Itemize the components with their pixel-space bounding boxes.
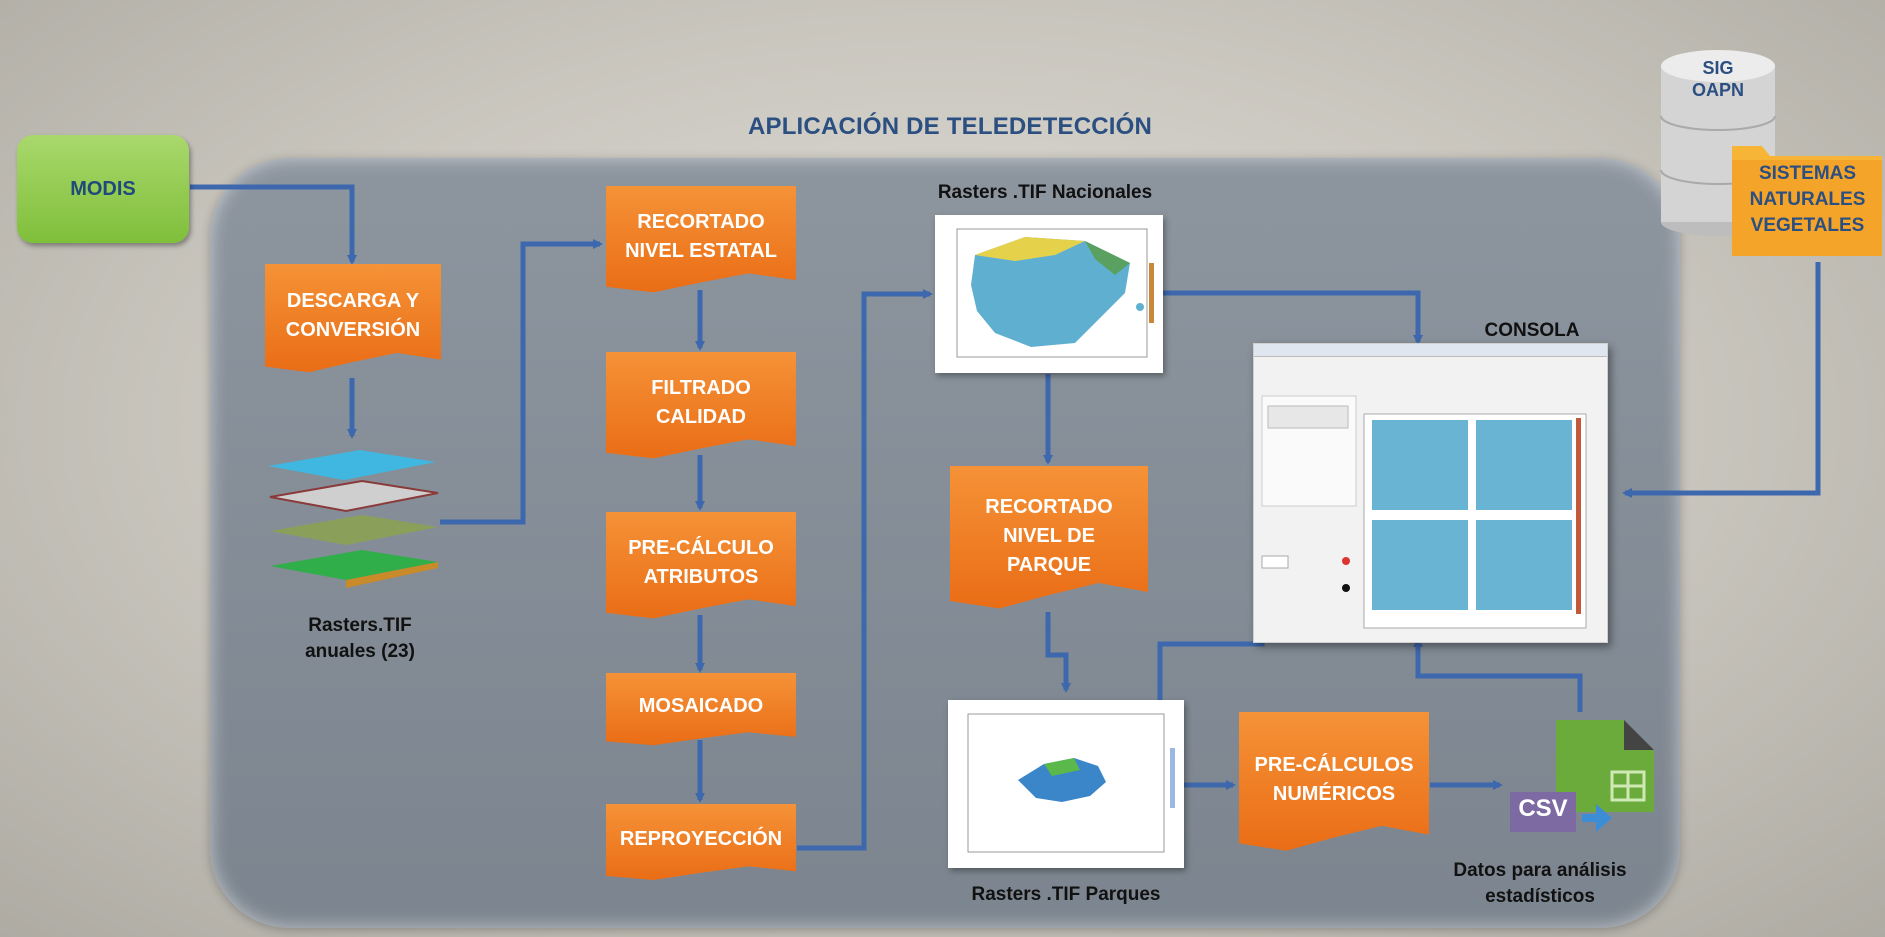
reproyeccion-label: REPROYECCIÓN bbox=[619, 827, 783, 850]
application-title: APLICACIÓN DE TELEDETECCIÓN bbox=[747, 113, 1153, 140]
recortado-estatal-label: RECORTADO NIVEL ESTATAL bbox=[625, 211, 777, 262]
sistemas-naturales-label: SISTEMAS NATURALES VEGETALES bbox=[1749, 163, 1866, 236]
sig-oapn-label: SIG OAPN bbox=[1691, 58, 1744, 100]
layer-water bbox=[268, 450, 436, 480]
descarga-label: DESCARGA Y CONVERSIÓN bbox=[285, 290, 421, 341]
modis-box: MODIS bbox=[17, 135, 189, 243]
precalculos-label: PRE-CÁLCULOS NUMÉRICOS bbox=[1254, 754, 1414, 805]
recortado-parque-step: RECORTADO NIVEL DE PARQUE bbox=[950, 466, 1148, 609]
recortado-estatal-step: RECORTADO NIVEL ESTATAL bbox=[606, 186, 796, 293]
mosaicado-label: MOSAICADO bbox=[638, 694, 764, 717]
arrow-nacionales-consola bbox=[1163, 290, 1423, 345]
national-raster-map bbox=[935, 215, 1163, 373]
precalculos-numericos-step: PRE-CÁLCULOS NUMÉRICOS bbox=[1239, 712, 1429, 851]
arrow-rasters-recortado bbox=[440, 239, 603, 525]
filtrado-label: FILTRADO CALIDAD bbox=[651, 377, 751, 428]
console-titlebar bbox=[1254, 344, 1607, 357]
layer-urban bbox=[269, 479, 439, 513]
console-window bbox=[1253, 343, 1608, 643]
datos-label: Datos para análisis estadísticos bbox=[1453, 860, 1627, 907]
layer-terrain bbox=[270, 515, 438, 545]
arrow-sig-consola bbox=[1622, 262, 1821, 498]
rasters-anuales-label: Rasters.TIF anuales (23) bbox=[305, 615, 415, 662]
filtrado-calidad-step: FILTRADO CALIDAD bbox=[606, 352, 796, 459]
arrow-recortadoparque-parques bbox=[1045, 612, 1071, 693]
descarga-conversion-step: DESCARGA Y CONVERSIÓN bbox=[265, 264, 441, 373]
park-shape bbox=[1018, 758, 1106, 802]
arrow-csv-consola bbox=[1413, 637, 1583, 712]
rasters-nacionales-label: Rasters .TIF Nacionales bbox=[937, 182, 1153, 203]
rasters-parques-label: Rasters .TIF Parques bbox=[971, 884, 1161, 905]
csv-label: CSV bbox=[1518, 795, 1568, 822]
reproyeccion-step: REPROYECCIÓN bbox=[606, 804, 796, 880]
iberia-shape bbox=[971, 237, 1130, 347]
arrow-modis-descarga bbox=[190, 184, 357, 265]
layer-elevation bbox=[270, 550, 438, 580]
park-raster-map bbox=[948, 700, 1184, 868]
precalculo-label: PRE-CÁLCULO ATRIBUTOS bbox=[628, 537, 774, 588]
recortado-parque-label: RECORTADO NIVEL DE PARQUE bbox=[985, 495, 1113, 576]
consola-label: CONSOLA bbox=[1484, 320, 1580, 341]
mosaicado-step: MOSAICADO bbox=[606, 673, 796, 746]
precalculo-atributos-step: PRE-CÁLCULO ATRIBUTOS bbox=[606, 512, 796, 619]
arrow-reproyeccion-nacionales bbox=[797, 289, 933, 851]
